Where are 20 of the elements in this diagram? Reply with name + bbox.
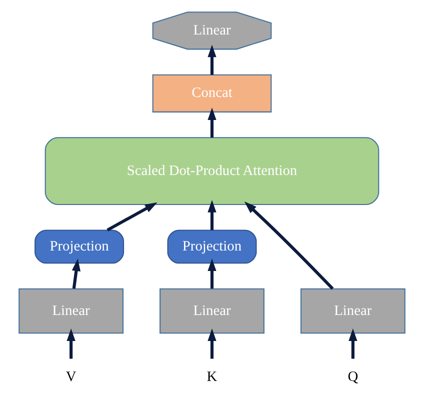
node-text: Q: [348, 369, 358, 386]
arrow: [208, 108, 216, 138]
arrow: [72, 258, 81, 289]
node-box: Concat: [152, 74, 272, 112]
node-box: Linear: [18, 288, 124, 334]
node-box: Projection: [167, 230, 257, 264]
arrow: [208, 328, 216, 359]
node-box: Linear: [160, 288, 264, 334]
arrow: [208, 258, 216, 289]
node-text: V: [66, 369, 76, 386]
node-box: Projection: [34, 230, 124, 264]
node-text: K: [206, 369, 218, 386]
arrow: [106, 202, 158, 232]
arrow: [208, 44, 216, 75]
node-box: Linear: [300, 288, 406, 334]
arrow: [66, 328, 76, 359]
arrow: [208, 200, 216, 230]
node-box: Scaled Dot-Product Attention: [44, 137, 380, 206]
arrow: [244, 202, 334, 290]
arrow: [348, 328, 358, 359]
